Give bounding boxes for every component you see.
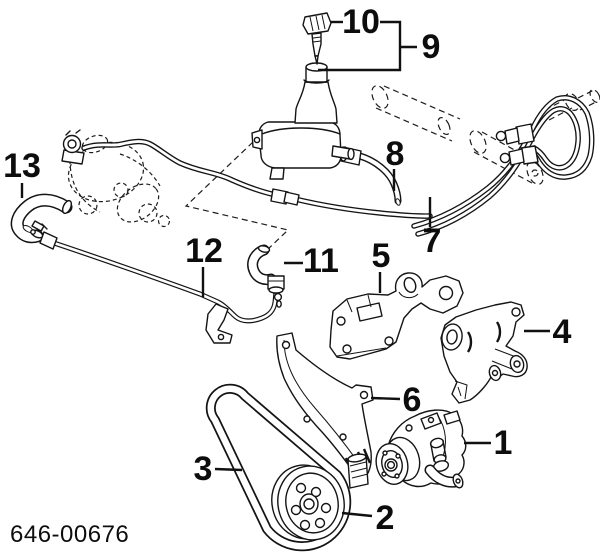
callout-13: 13 xyxy=(3,147,41,185)
pump-outlet-elbow xyxy=(424,464,464,489)
pump-front-flange xyxy=(375,436,421,485)
callout-labels: 1 2 3 4 5 6 7 8 9 10 11 12 13 xyxy=(3,3,571,537)
fluid-reservoir xyxy=(251,62,355,180)
callout-10: 10 xyxy=(342,3,380,41)
callout-8: 8 xyxy=(386,135,405,173)
pump-shaft-spline xyxy=(347,453,369,489)
v-belt xyxy=(205,383,352,552)
reservoir-cap xyxy=(302,12,332,65)
callout-4: 4 xyxy=(553,313,572,351)
callout-3: 3 xyxy=(194,450,213,488)
callout-1: 1 xyxy=(494,424,513,462)
phantom-steering-gear-left xyxy=(67,134,171,228)
pump-valve-union xyxy=(429,437,450,472)
callout-leader-lines xyxy=(20,20,550,518)
cooler-pipe-12 xyxy=(31,220,282,344)
callout-6: 6 xyxy=(403,381,422,419)
hose-coupling xyxy=(270,188,300,206)
rack-union-fitting-lower xyxy=(499,145,539,166)
power-steering-pump xyxy=(347,409,467,489)
pipe-end-fitting xyxy=(31,220,58,250)
rack-union-fitting-upper xyxy=(495,123,535,145)
callout-11: 11 xyxy=(303,242,339,280)
hose-clamp xyxy=(30,229,36,235)
hose-lower-fitting xyxy=(267,275,285,290)
callout-2: 2 xyxy=(376,499,395,537)
phantom-guide-lines xyxy=(184,141,290,252)
mounting-bracket-4 xyxy=(440,301,528,404)
hose-assembly-pressure-return xyxy=(411,95,595,237)
banjo-fitting xyxy=(61,129,85,165)
callout-9: 9 xyxy=(422,28,441,66)
callout-7: 7 xyxy=(423,222,442,260)
pulley xyxy=(271,464,345,541)
mounting-bracket-5 xyxy=(329,272,464,360)
pipe-clip-bracket xyxy=(205,303,233,344)
callout-12: 12 xyxy=(185,232,223,270)
part-number: 646-00676 xyxy=(10,521,129,548)
callout-5: 5 xyxy=(372,237,391,275)
return-hose-with-banjo-fitting xyxy=(61,129,433,219)
connector-hose-11 xyxy=(247,244,285,308)
